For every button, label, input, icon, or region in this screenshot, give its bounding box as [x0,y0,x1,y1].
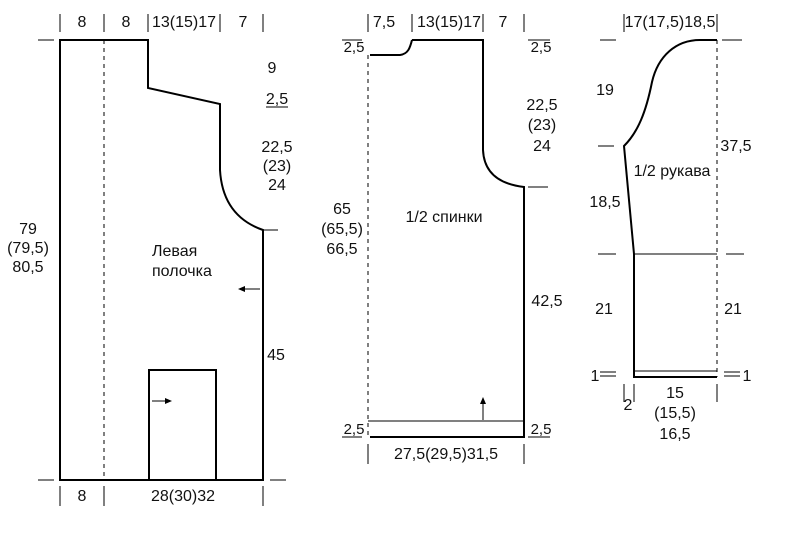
sleeve-right-cuff: 1 [743,368,752,385]
front-top-width-4: 7 [239,14,248,31]
front-right-height-2: 2,5 [266,91,288,108]
back-corner-bottom-left: 2,5 [344,421,365,438]
sleeve-left-cuff: 1 [591,368,600,385]
back-top-width-1: 7,5 [373,14,395,31]
back-corner-top-right: 2,5 [531,39,552,56]
sleeve-bottom-offset: 2 [624,397,633,414]
front-left-length-3: 80,5 [12,259,43,276]
back-outline [370,39,525,438]
front-right-height-3c: 24 [268,177,286,194]
front-outline [59,39,264,481]
front-bottom-width-2: 28(30)32 [151,488,215,505]
sleeve-ticks [598,14,744,402]
back-title: 1/2 спинки [405,209,482,226]
front-title-line-1: Левая [152,243,197,260]
sleeve-piece: 17(17,5)18,5 19 18,5 21 1 37,5 21 1 1/2 … [589,14,752,443]
sleeve-left-height-2: 18,5 [589,194,620,211]
front-left-length-1: 79 [19,221,37,238]
front-arrow-icon [238,286,245,292]
back-top-width-2: 13(15)17 [417,14,481,31]
front-top-width-2: 8 [122,14,131,31]
sleeve-right-height-2: 21 [724,301,742,318]
back-neckline [370,39,413,56]
back-bottom-width: 27,5(29,5)31,5 [394,446,498,463]
back-corner-bottom-right: 2,5 [531,421,552,438]
front-bottom-ticks [59,486,264,506]
front-right-height-1: 9 [268,60,277,77]
back-arrow-icon [480,397,486,404]
back-left-length-3: 66,5 [326,241,357,258]
sleeve-left-height-1: 19 [596,82,614,99]
pocket-outline [148,369,217,480]
front-right-height-3a: 22,5 [261,139,292,156]
back-right-height-1c: 24 [533,138,551,155]
sleeve-top-width: 17(17,5)18,5 [625,14,716,31]
front-top-ticks [38,14,286,481]
sleeve-outline [622,39,717,378]
sleeve-bottom-width-2: (15,5) [654,405,696,422]
front-top-width-1: 8 [78,14,87,31]
back-left-length-1: 65 [333,201,351,218]
back-right-height-2: 42,5 [531,293,562,310]
sleeve-title: 1/2 рукава [634,163,711,180]
front-right-height-3b: (23) [263,158,291,175]
back-left-length-2: (65,5) [321,221,363,238]
sleeve-bottom-width-3: 16,5 [659,426,690,443]
back-right-height-1b: (23) [528,117,556,134]
front-title-line-2: полочка [152,263,212,280]
pocket-arrow-icon [165,398,172,404]
sleeve-bottom-width-1: 15 [666,385,684,402]
front-piece: 8 8 13(15)17 7 9 2,5 22,5 (23) 24 45 79 … [7,14,293,506]
back-right-height-1a: 22,5 [526,97,557,114]
sleeve-left-height-3: 21 [595,301,613,318]
back-ticks [342,14,550,464]
back-corner-top-left: 2,5 [344,39,365,56]
front-top-width-3: 13(15)17 [152,14,216,31]
sleeve-right-height-1: 37,5 [720,138,751,155]
front-left-length-2: (79,5) [7,240,49,257]
back-top-width-3: 7 [499,14,508,31]
front-bottom-width-1: 8 [78,488,87,505]
front-right-height-4: 45 [267,347,285,364]
back-piece: 7,5 13(15)17 7 2,5 2,5 2,5 2,5 22,5 (23)… [321,14,563,464]
